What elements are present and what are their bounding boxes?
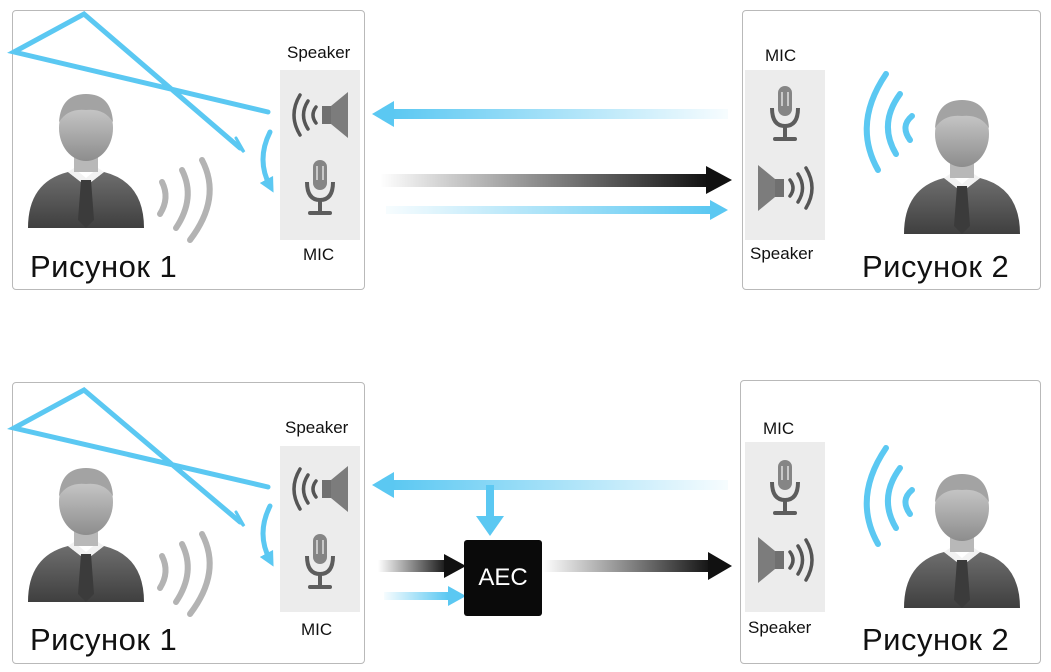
- mic-label: MIC: [303, 245, 335, 264]
- mic-label: MIC: [765, 46, 797, 65]
- mic-label: MIC: [763, 419, 795, 438]
- speaker-label: Speaker: [287, 43, 351, 62]
- aec-block: AEC: [464, 540, 542, 616]
- speaker-label: Speaker: [748, 618, 812, 637]
- person-1-label: Рисунок 1: [30, 249, 178, 284]
- arrow-icon: [372, 101, 732, 220]
- person-icon: [904, 100, 1020, 234]
- speaker-label: Speaker: [285, 418, 349, 437]
- sound-wave-icon: [863, 71, 915, 173]
- aec-label: AEC: [478, 564, 528, 591]
- mic-label: MIC: [301, 620, 333, 639]
- speaker-icon: [758, 165, 814, 211]
- echo-reflection-icon: [7, 386, 274, 567]
- speaker-icon: [292, 466, 348, 512]
- sound-wave-icon: [157, 157, 213, 243]
- speaker-label: Speaker: [750, 244, 814, 263]
- sound-wave-icon: [863, 445, 915, 547]
- person-2-label: Рисунок 2: [862, 622, 1010, 657]
- person-1-label: Рисунок 1: [30, 622, 178, 657]
- microphone-icon: [305, 158, 335, 215]
- person-icon: [28, 468, 144, 602]
- person-icon: [28, 94, 144, 228]
- arrow-icon: [372, 472, 732, 606]
- speaker-icon: [292, 92, 348, 138]
- microphone-icon: [770, 458, 800, 515]
- person-2-label: Рисунок 2: [862, 249, 1010, 284]
- echo-reflection-icon: [7, 10, 274, 193]
- microphone-icon: [770, 84, 800, 141]
- speaker-icon: [758, 537, 814, 583]
- microphone-icon: [305, 532, 335, 589]
- sound-wave-icon: [157, 531, 213, 617]
- person-icon: [904, 474, 1020, 608]
